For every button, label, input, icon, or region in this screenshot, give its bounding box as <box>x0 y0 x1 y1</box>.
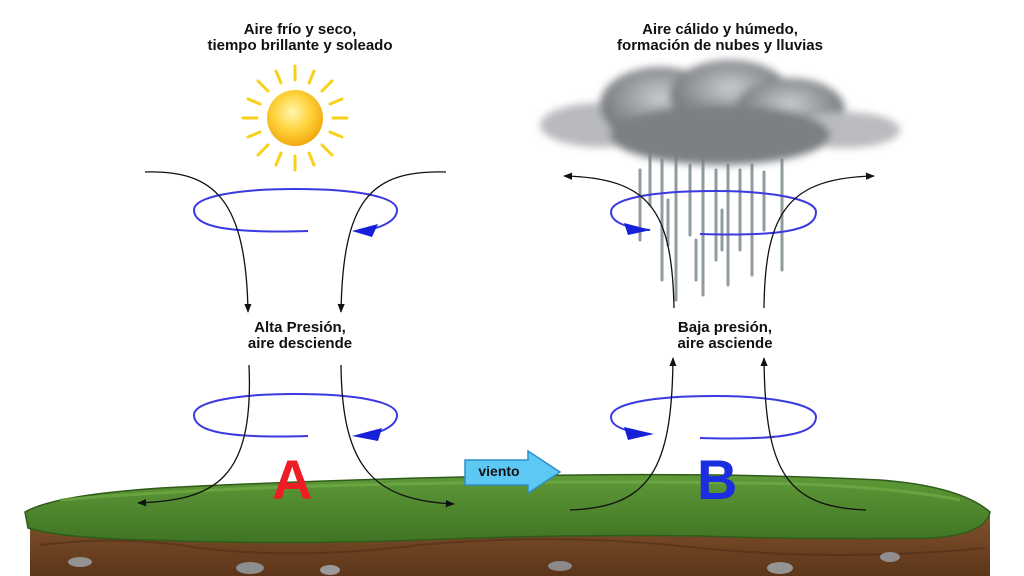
wind-arrow-icon <box>464 449 562 495</box>
ground <box>24 473 991 576</box>
high-pressure-label-line1: Alta Presión, <box>254 319 346 336</box>
rain-cloud-icon <box>540 60 900 302</box>
warm-air-label-line1: Aire cálido y húmedo, <box>642 21 798 38</box>
rock <box>236 562 264 574</box>
high-upper-rotation <box>192 187 399 237</box>
high-pressure-letter: A <box>272 448 313 511</box>
rock <box>767 562 793 574</box>
high-pressure-label: Alta Presión, aire desciende <box>210 320 390 352</box>
airflow-arrows <box>137 171 875 511</box>
high-outflow-right-arrow <box>340 364 455 508</box>
high-outflow-left-arrow <box>137 364 251 507</box>
low-lower-rotation <box>609 394 818 440</box>
wind-label: viento <box>478 463 520 479</box>
low-ascend-right-arrow <box>763 172 875 309</box>
cloud-body <box>540 60 900 165</box>
low-upper-rotation <box>609 189 818 236</box>
rain-streaks <box>638 148 784 302</box>
low-pressure-letter: B <box>697 448 738 511</box>
low-inflow-left-arrow <box>569 357 677 511</box>
warm-air-label: Aire cálido y húmedo, formación de nubes… <box>585 22 855 54</box>
rock <box>68 557 92 567</box>
high-descend-left-arrow <box>144 171 252 313</box>
rock <box>548 561 572 571</box>
cold-air-label-line1: Aire frío y seco, <box>243 21 357 38</box>
high-descend-right-arrow <box>337 171 447 313</box>
soil-texture <box>39 538 986 556</box>
cold-air-label-line2: tiempo brillante y soleado <box>207 37 393 54</box>
grass-surface <box>24 473 991 544</box>
sun-icon <box>241 64 349 172</box>
low-pressure-label-line1: Baja presión, <box>677 319 773 336</box>
rock <box>880 552 900 562</box>
low-inflow-right-arrow <box>760 357 867 511</box>
high-lower-rotation <box>192 392 399 441</box>
low-ascend-left-arrow <box>563 172 675 309</box>
low-pressure-label: Baja presión, aire asciende <box>635 320 815 352</box>
low-pressure-label-line2: aire asciende <box>677 335 773 352</box>
warm-air-label-line2: formación de nubes y lluvias <box>617 37 823 54</box>
rock <box>320 565 340 575</box>
high-pressure-label-line2: aire desciende <box>247 335 353 352</box>
cold-air-label: Aire frío y seco, tiempo brillante y sol… <box>180 22 420 54</box>
